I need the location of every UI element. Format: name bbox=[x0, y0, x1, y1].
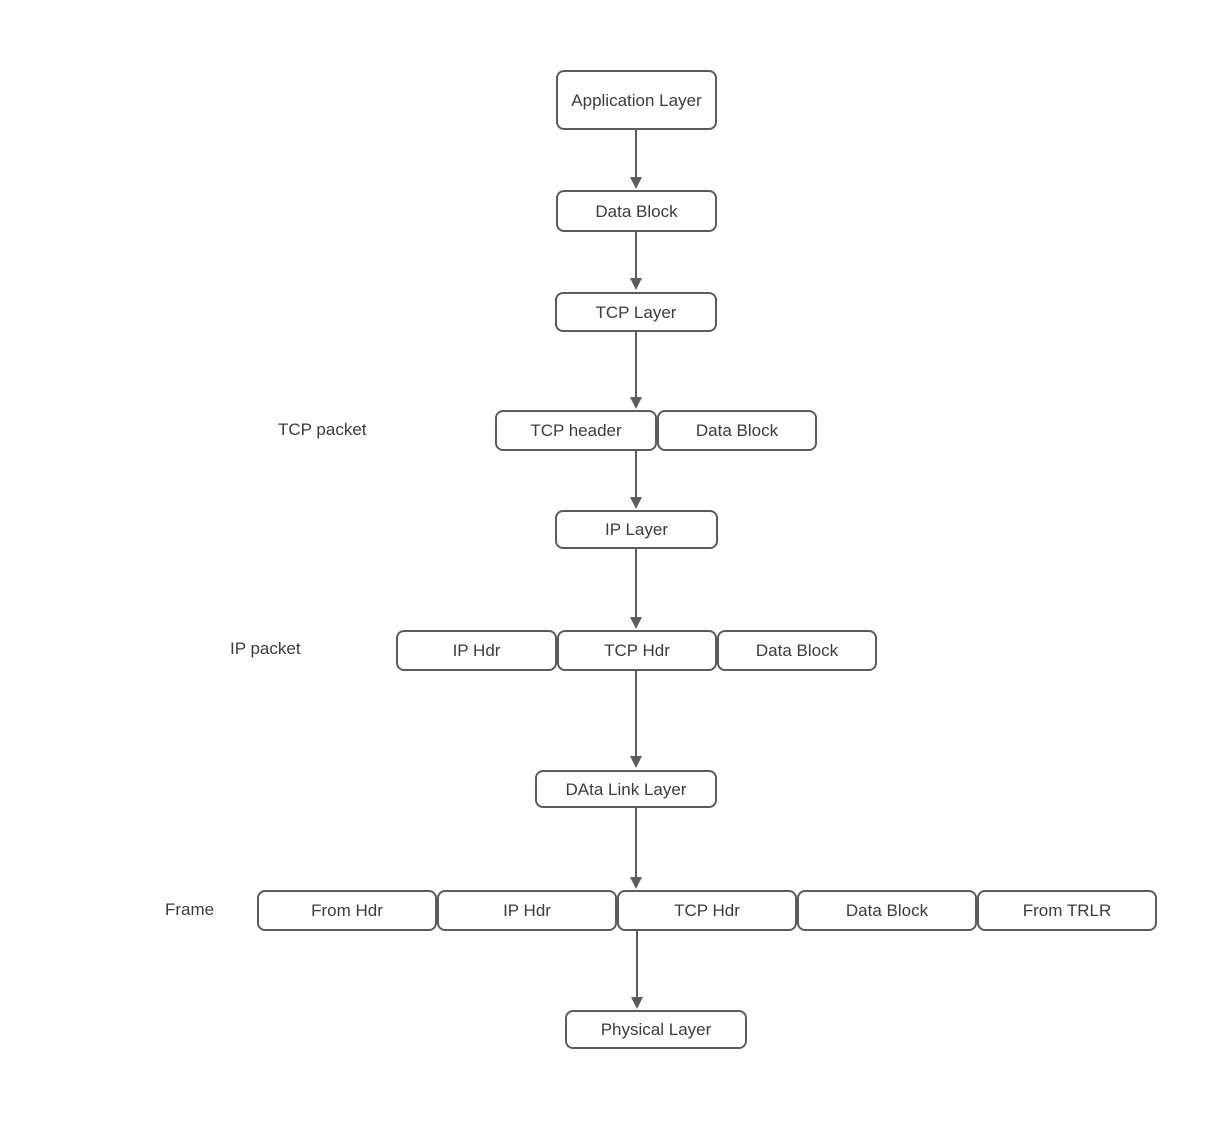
node-tcp-packet-data-block-label: Data Block bbox=[695, 421, 779, 440]
connector-datablock-to-tcplayer bbox=[630, 232, 642, 290]
node-application-layer-label: Application Layer bbox=[571, 90, 702, 110]
node-data-link-layer: DAta Link Layer bbox=[535, 770, 717, 808]
connector-line bbox=[636, 931, 638, 997]
node-tcp-layer-label: TCP Layer bbox=[595, 302, 677, 322]
connector-application-to-datablock bbox=[630, 130, 642, 189]
arrowhead-down-icon bbox=[631, 997, 643, 1009]
node-frame-from-trlr: From TRLR bbox=[977, 890, 1157, 931]
connector-line bbox=[635, 808, 637, 877]
node-physical-layer-label: Physical Layer bbox=[600, 1020, 712, 1039]
connector-line bbox=[635, 451, 637, 497]
arrowhead-down-icon bbox=[630, 617, 642, 629]
connector-line bbox=[635, 332, 637, 397]
arrowhead-down-icon bbox=[630, 497, 642, 509]
arrowhead-down-icon bbox=[630, 877, 642, 889]
node-frame-from-hdr-label: From Hdr bbox=[311, 901, 383, 920]
node-frame-from-trlr-label: From TRLR bbox=[1022, 901, 1112, 920]
node-data-block-top-label: Data Block bbox=[595, 201, 678, 221]
arrowhead-down-icon bbox=[630, 397, 642, 409]
connector-line bbox=[635, 232, 637, 278]
node-tcp-layer: TCP Layer bbox=[555, 292, 717, 332]
connector-line bbox=[635, 130, 637, 177]
arrowhead-down-icon bbox=[630, 278, 642, 290]
arrowhead-down-icon bbox=[630, 177, 642, 189]
row-label-tcp-packet: TCP packet bbox=[278, 420, 367, 439]
node-physical-layer: Physical Layer bbox=[565, 1010, 747, 1049]
node-ip-packet-tcp-hdr: TCP Hdr bbox=[557, 630, 717, 671]
node-application-layer: Application Layer bbox=[556, 70, 717, 130]
connector-ippacket-to-datalink bbox=[630, 671, 642, 768]
node-ip-packet-data-block-label: Data Block bbox=[755, 641, 839, 660]
connector-tcppacket-to-iplayer bbox=[630, 451, 642, 509]
connector-frame-to-physical bbox=[631, 931, 643, 1009]
connector-datalink-to-frame bbox=[630, 808, 642, 889]
node-frame-tcp-hdr: TCP Hdr bbox=[617, 890, 797, 931]
node-ip-layer-label: IP Layer bbox=[604, 520, 668, 539]
node-frame-data-block: Data Block bbox=[797, 890, 977, 931]
row-label-ip-packet: IP packet bbox=[230, 639, 301, 658]
node-ip-layer: IP Layer bbox=[555, 510, 718, 549]
node-frame-from-hdr: From Hdr bbox=[257, 890, 437, 931]
connector-tcplayer-to-tcppacket bbox=[630, 332, 642, 409]
node-ip-packet-tcp-hdr-label: TCP Hdr bbox=[604, 641, 670, 660]
row-label-frame: Frame bbox=[165, 900, 215, 919]
arrowhead-down-icon bbox=[630, 756, 642, 768]
node-frame-ip-hdr: IP Hdr bbox=[437, 890, 617, 931]
node-tcp-packet-data-block: Data Block bbox=[657, 410, 817, 451]
node-frame-tcp-hdr-label: TCP Hdr bbox=[674, 901, 740, 920]
node-data-link-layer-label: DAta Link Layer bbox=[565, 779, 687, 799]
node-data-block-top: Data Block bbox=[556, 190, 717, 232]
node-tcp-header-label: TCP header bbox=[530, 421, 622, 440]
node-ip-hdr: IP Hdr bbox=[396, 630, 557, 671]
connector-line bbox=[635, 671, 637, 756]
connector-line bbox=[635, 549, 637, 617]
node-frame-data-block-label: Data Block bbox=[845, 901, 929, 920]
connector-iplayer-to-ippacket bbox=[630, 549, 642, 629]
node-tcp-header: TCP header bbox=[495, 410, 657, 451]
node-ip-packet-data-block: Data Block bbox=[717, 630, 877, 671]
node-frame-ip-hdr-label: IP Hdr bbox=[503, 901, 551, 920]
node-ip-hdr-label: IP Hdr bbox=[452, 641, 501, 660]
